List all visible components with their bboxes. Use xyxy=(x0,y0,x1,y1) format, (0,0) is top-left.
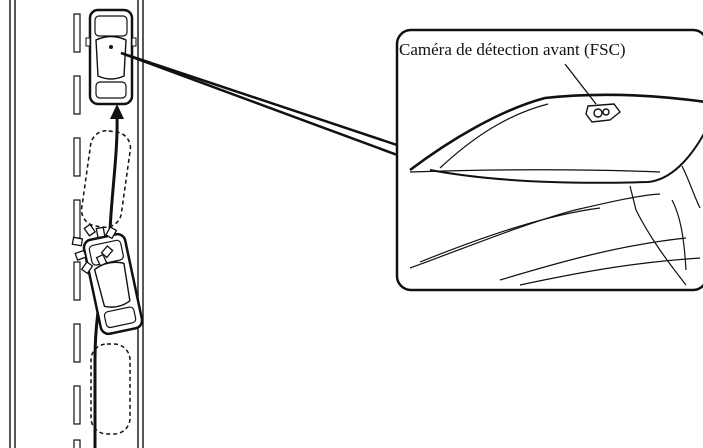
ghost-vehicle-upper xyxy=(80,130,132,228)
callout-box xyxy=(395,28,703,292)
callout-leader-line xyxy=(564,63,597,105)
ghost-vehicle-lower xyxy=(90,343,131,435)
turn-signal-flash-icon xyxy=(71,223,118,275)
lead-vehicle xyxy=(85,8,137,106)
lane-divider-dashes xyxy=(73,13,81,448)
windshield-sketch xyxy=(409,93,703,286)
front-sensing-camera-icon xyxy=(585,103,621,123)
camera-label: Caméra de détection avant (FSC) xyxy=(399,40,626,59)
own-vehicle xyxy=(82,232,144,336)
road-left-edge xyxy=(9,0,16,448)
road-right-edge xyxy=(137,0,144,448)
path-arrowhead xyxy=(110,104,124,119)
camera-view-lines xyxy=(120,51,401,158)
